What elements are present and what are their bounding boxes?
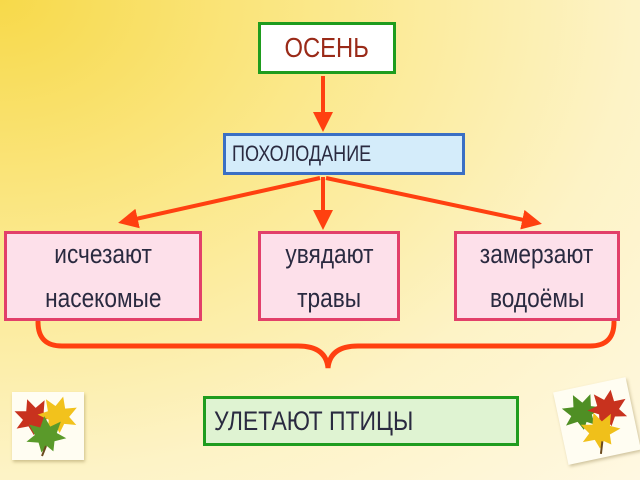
effect-water-line2: водоёмы	[489, 283, 585, 313]
effect-water-box: замерзают водоёмы	[454, 231, 620, 321]
effect-grass-box: увядают травы	[258, 231, 400, 321]
effect-grass-line1: увядают	[284, 239, 374, 269]
effect-grass-line2: травы	[297, 283, 361, 313]
birds-fly-away-box: УЛЕТАЮТ ПТИЦЫ	[203, 396, 519, 446]
cooling-box: ПОХОЛОДАНИЕ	[223, 133, 465, 175]
effect-insects-box: исчезают насекомые	[4, 231, 202, 321]
effect-insects-line1: исчезают	[54, 239, 152, 269]
maple-leaves-icon	[553, 377, 640, 465]
autumn-title-box: ОСЕНЬ	[258, 22, 396, 74]
maple-leaves-icon	[12, 392, 84, 460]
birds-fly-away-label: УЛЕТАЮТ ПТИЦЫ	[214, 405, 414, 436]
arrow-cooling-to-water	[325, 176, 542, 230]
effect-water-line1: замерзают	[480, 239, 594, 269]
effect-insects-line2: насекомые	[44, 283, 162, 313]
autumn-title: ОСЕНЬ	[284, 32, 370, 63]
curly-brace	[35, 319, 617, 369]
cooling-label: ПОХОЛОДАНИЕ	[232, 141, 372, 166]
arrow-cooling-to-insects	[118, 176, 321, 229]
